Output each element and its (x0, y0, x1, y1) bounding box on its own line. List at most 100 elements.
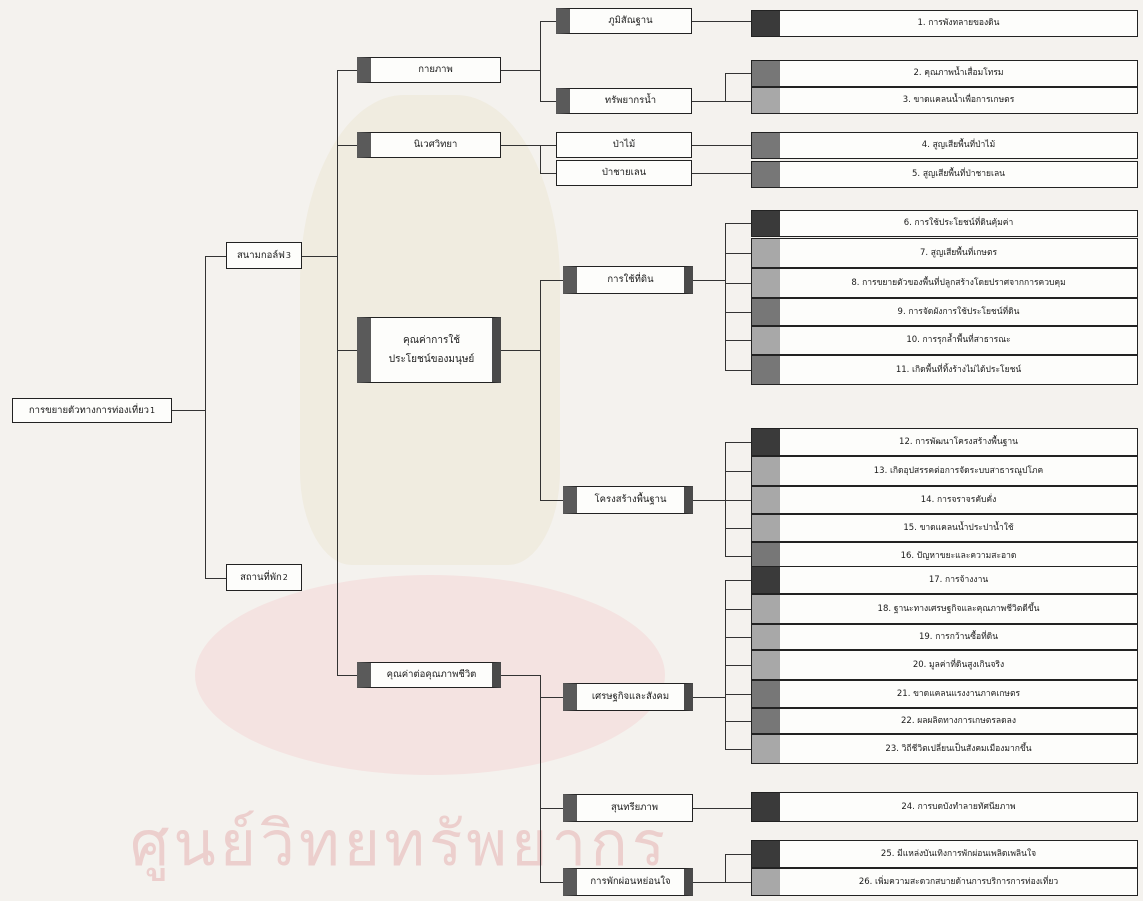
level3-water-resources-label: ทรัพยากรน้ำ (604, 95, 657, 107)
level3-node-mangrove: ป่าชายเลน (556, 160, 692, 186)
impact-swatch (751, 566, 781, 594)
impact-label: 14. การจราจรคับคั่ง (920, 494, 997, 505)
connector-line (725, 253, 751, 255)
connector-line (725, 580, 751, 582)
level3-land-use-label: การใช้ที่ดิน (607, 274, 654, 286)
impact-label: 7. สูญเสียพื้นที่เกษตร (919, 247, 998, 258)
impact-label: 15. ขาดแคลนน้ำประปาน้ำใช้ (903, 522, 1014, 533)
level2-node-human-use: คุณค่าการใช้ประโยชน์ของมนุษย์ (357, 317, 501, 383)
connector-line (501, 675, 540, 677)
connector-line (725, 749, 751, 751)
impact-swatch (751, 650, 781, 680)
impact-swatch (751, 456, 781, 486)
impact-swatch (751, 594, 781, 624)
impact-box: 17. การจ้างงาน (780, 566, 1138, 594)
level2-quality-of-life-label: คุณค่าต่อคุณภาพชีวิต (386, 669, 477, 681)
connector-line (540, 882, 563, 884)
impact-label: 2. คุณภาพน้ำเสื่อมโทรม (913, 68, 1004, 79)
impact-swatch (751, 60, 781, 87)
connector-line (725, 721, 751, 723)
connector-line (725, 73, 727, 101)
connector-line (540, 280, 563, 282)
impact-swatch (751, 298, 781, 326)
impact-box: 19. การกว้านซื้อที่ดิน (780, 624, 1138, 650)
connector-line (693, 500, 725, 502)
level3-node-aesthetics: สุนทรียภาพ (563, 794, 693, 822)
connector-line (725, 528, 751, 530)
connector-line (540, 173, 556, 175)
level3-node-landform: ภูมิสัณฐาน (556, 8, 692, 34)
level3-node-recreation: การพักผ่อนหย่อนใจ (563, 868, 693, 896)
impact-swatch (751, 624, 781, 650)
impact-label: 6. การใช้ประโยชน์ที่ดินคุ้มค่า (903, 218, 1014, 229)
connector-line (540, 145, 556, 147)
impact-swatch (751, 132, 781, 159)
connector-line (540, 808, 563, 810)
connector-line (172, 410, 205, 412)
level3-node-land-use: การใช้ที่ดิน (563, 266, 693, 294)
level3-landform-label: ภูมิสัณฐาน (608, 15, 653, 27)
impact-box: 12. การพัฒนาโครงสร้างพื้นฐาน (780, 428, 1138, 456)
connector-line (725, 580, 727, 749)
impact-box: 5. สูญเสียพื้นที่ป่าชายเลน (780, 161, 1138, 188)
connector-line (725, 637, 751, 639)
impact-label: 21. ขาดแคลนแรงงานภาคเกษตร (896, 688, 1021, 699)
impact-label: 18. ฐานะทางเศรษฐกิจและคุณภาพชีวิตดีขึ้น (877, 603, 1040, 614)
impact-swatch (751, 238, 781, 268)
impact-swatch (751, 87, 781, 114)
impact-box: 20. มูลค่าที่ดินสูงเกินจริง (780, 650, 1138, 680)
impact-label: 25. มีแหล่งบันเทิงการพักผ่อนเพลิดเพลินใจ (880, 848, 1037, 859)
impact-label: 20. มูลค่าที่ดินสูงเกินจริง (912, 659, 1005, 670)
level3-node-water-resources: ทรัพยากรน้ำ (556, 88, 692, 114)
level3-node-forest: ป่าไม้ (556, 132, 692, 158)
connector-line (692, 21, 751, 23)
impact-swatch (751, 840, 781, 868)
impact-swatch (751, 792, 781, 822)
connector-line (725, 471, 751, 473)
connector-line (725, 283, 751, 285)
connector-line (501, 350, 540, 352)
impact-label: 17. การจ้างงาน (928, 574, 989, 585)
impact-swatch (751, 428, 781, 456)
impact-box: 18. ฐานะทางเศรษฐกิจและคุณภาพชีวิตดีขึ้น (780, 594, 1138, 624)
connector-line (725, 882, 751, 884)
connector-line (337, 70, 357, 72)
level1-golf-label: สนามกอล์ฟ (237, 249, 285, 261)
connector-line (725, 442, 751, 444)
connector-line (725, 223, 751, 225)
connector-line (337, 350, 357, 352)
impact-box: 4. สูญเสียพื้นที่ป่าไม้ (780, 132, 1138, 159)
connector-line (725, 694, 751, 696)
impact-label: 19. การกว้านซื้อที่ดิน (918, 631, 998, 642)
connector-line (692, 101, 725, 103)
impact-box: 22. ผลผลิตทางการเกษตรลดลง (780, 708, 1138, 734)
impact-swatch (751, 210, 781, 237)
impact-swatch (751, 161, 781, 188)
root-label: การขยายตัวทางการท่องเที่ยว (28, 404, 149, 416)
level3-mangrove-label: ป่าชายเลน (601, 167, 647, 179)
impact-box: 6. การใช้ประโยชน์ที่ดินคุ้มค่า (780, 210, 1138, 237)
connector-line (501, 145, 540, 147)
impact-swatch (751, 734, 781, 764)
impact-label: 10. การรุกล้ำพื้นที่สาธารณะ (906, 335, 1011, 346)
impact-box: 11. เกิดพื้นที่ทิ้งร้างไม่ได้ประโยชน์ (780, 355, 1138, 385)
level3-economy-society-label: เศรษฐกิจและสังคม (591, 691, 670, 703)
connector-line (692, 145, 751, 147)
connector-line (205, 256, 226, 258)
level3-forest-label: ป่าไม้ (612, 139, 636, 151)
connector-line (725, 854, 727, 882)
impact-box: 3. ขาดแคลนน้ำเพื่อการเกษตร (780, 87, 1138, 114)
impact-box: 1. การพังทลายของดิน (780, 10, 1138, 37)
level3-infrastructure-label: โครงสร้างพื้นฐาน (594, 494, 667, 506)
impact-label: 8. การขยายตัวของพื้นที่ปลูกสร้างโดยปราศจ… (851, 277, 1066, 288)
connector-line (725, 340, 751, 342)
connector-line (725, 556, 751, 558)
level2-physical-label: กายภาพ (418, 64, 453, 76)
connector-line (725, 370, 751, 372)
impact-swatch (751, 326, 781, 355)
connector-line (205, 578, 226, 580)
impact-label: 12. การพัฒนาโครงสร้างพื้นฐาน (899, 436, 1018, 447)
connector-line (725, 101, 751, 103)
